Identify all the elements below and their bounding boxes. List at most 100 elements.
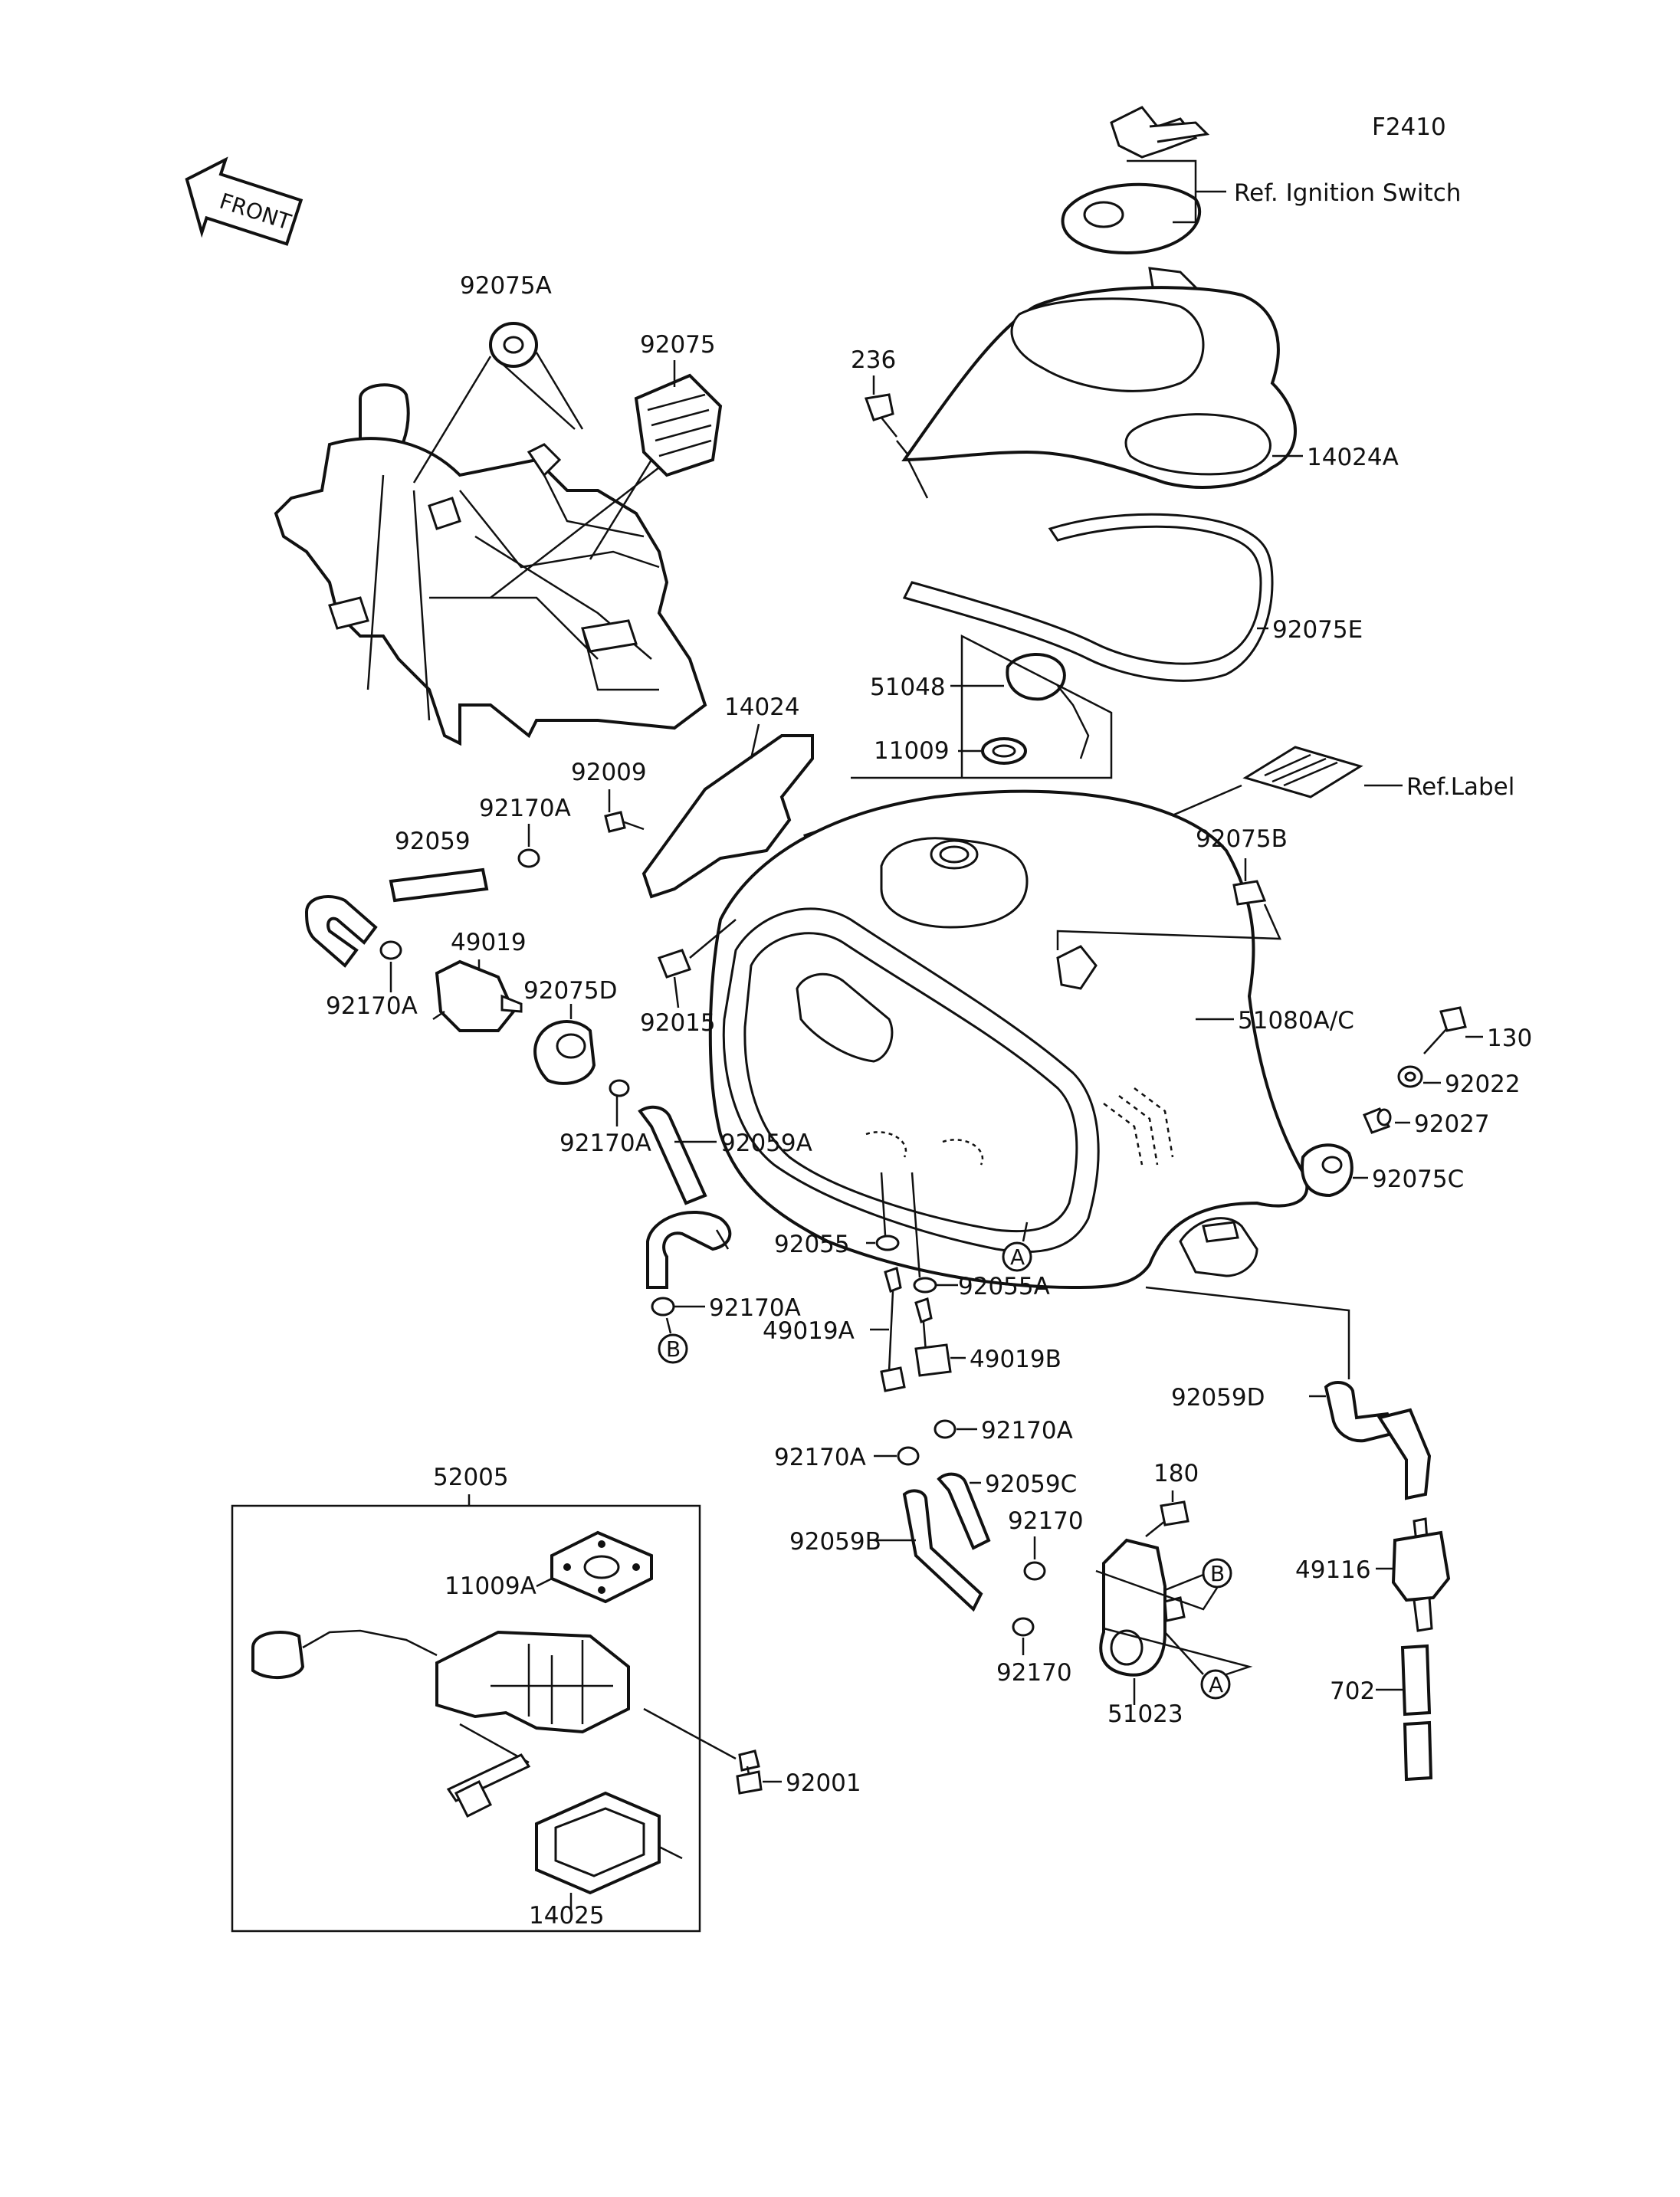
- fuel-filter-49019: [432, 959, 523, 1032]
- clamp-92170A-6: [897, 1446, 920, 1466]
- label-92027: 92027: [1414, 1110, 1490, 1138]
- cushion-92075: [634, 373, 723, 477]
- gasket-plate-11009A: [550, 1530, 653, 1604]
- label-92059D: 92059D: [1171, 1384, 1265, 1412]
- hose-92059D: [1324, 1381, 1432, 1500]
- hose-702: [1400, 1644, 1433, 1782]
- bolt-236: [864, 393, 897, 438]
- ref-label-sticker: [1242, 746, 1363, 798]
- label-92170-2: 92170: [996, 1659, 1072, 1687]
- bolt-92009: [604, 811, 645, 833]
- grommet-92075D: [533, 1020, 596, 1085]
- svg-text:A: A: [1010, 1244, 1025, 1270]
- label-130: 130: [1487, 1025, 1532, 1052]
- clamp-92170-2: [1012, 1617, 1035, 1637]
- label-92170A-1: 92170A: [479, 795, 571, 822]
- marker-b-tap: B: [1202, 1558, 1232, 1589]
- label-52005: 52005: [433, 1464, 509, 1491]
- ref-label-text: Ref.Label: [1406, 773, 1514, 801]
- label-92015: 92015: [640, 1009, 716, 1037]
- clamp-92170A-5: [934, 1419, 956, 1439]
- label-49116: 49116: [1295, 1556, 1371, 1584]
- hose-92059B: [902, 1489, 983, 1612]
- hose-92059C: [937, 1472, 991, 1550]
- gasket-11009: [981, 737, 1027, 765]
- ignition-cover-plate: [1061, 182, 1202, 297]
- clamp-92170A-2: [379, 940, 402, 960]
- cushion-92075B: [1232, 880, 1267, 906]
- label-92075B: 92075B: [1196, 825, 1288, 853]
- label-92055: 92055: [774, 1231, 850, 1258]
- svg-text:A: A: [1209, 1672, 1223, 1697]
- label-236: 236: [851, 346, 896, 374]
- label-49019B: 49019B: [970, 1346, 1061, 1373]
- label-92055A: 92055A: [958, 1273, 1050, 1300]
- clamp-92170A-4: [651, 1297, 675, 1317]
- ignition-key-icon: [1110, 106, 1210, 159]
- clamp-92170A-1: [517, 848, 540, 868]
- clamp-92170-1: [1023, 1561, 1046, 1581]
- clip-92015: [658, 949, 691, 979]
- bracket-51048: [851, 634, 1113, 779]
- hose-92059: [304, 867, 489, 968]
- fuel-strainer-49019B: [914, 1297, 952, 1377]
- label-92059B: 92059B: [789, 1528, 881, 1556]
- label-14024A: 14024A: [1307, 444, 1399, 471]
- ref-ignition-switch-label: Ref. Ignition Switch: [1234, 179, 1461, 207]
- label-14024: 14024: [724, 694, 800, 721]
- hose-92059A: [638, 1105, 732, 1289]
- label-702: 702: [1330, 1677, 1375, 1705]
- label-92009: 92009: [571, 759, 647, 786]
- marker-b-left: B: [658, 1333, 688, 1364]
- label-92075E: 92075E: [1272, 616, 1363, 644]
- label-51080AC: 51080A/C: [1238, 1007, 1354, 1035]
- marker-a-tank: A: [1002, 1241, 1032, 1272]
- label-92059C: 92059C: [985, 1471, 1077, 1498]
- label-92075D: 92075D: [523, 977, 618, 1005]
- label-92170A-6: 92170A: [774, 1444, 866, 1471]
- inline-filter-49116: [1391, 1517, 1451, 1632]
- label-92059: 92059: [395, 828, 471, 855]
- tank-top-cover-14024A: [901, 286, 1297, 499]
- svg-text:B: B: [666, 1336, 681, 1362]
- figure-code: F2410: [1372, 113, 1446, 141]
- label-11009A: 11009A: [445, 1572, 536, 1600]
- label-92170A-5: 92170A: [981, 1417, 1073, 1444]
- label-92059A: 92059A: [720, 1130, 812, 1157]
- fuel-sender-unit: [251, 1629, 630, 1764]
- fuel-strainer-49019A: [880, 1267, 906, 1392]
- fuel-tank-51080AC: [708, 789, 1309, 1290]
- svg-text:B: B: [1210, 1561, 1225, 1586]
- collar-92027: [1363, 1107, 1392, 1134]
- bolt-130: [1423, 1006, 1467, 1054]
- label-92001: 92001: [786, 1769, 861, 1797]
- label-51023: 51023: [1107, 1700, 1183, 1728]
- label-14025: 14025: [529, 1902, 605, 1930]
- fuel-tap-51023: [1099, 1538, 1186, 1677]
- label-11009: 11009: [874, 737, 950, 765]
- label-92170A-4: 92170A: [709, 1294, 801, 1322]
- label-92170-1: 92170: [1008, 1507, 1084, 1535]
- label-180: 180: [1153, 1460, 1199, 1487]
- kit-box-52005: [231, 1504, 701, 1933]
- label-92075: 92075: [640, 331, 716, 359]
- label-92170A-3: 92170A: [559, 1130, 651, 1157]
- grommet-92075A: [489, 322, 538, 368]
- trim-strip-92075E: [902, 513, 1274, 682]
- marker-a-tap: A: [1200, 1669, 1231, 1700]
- label-92170A-2: 92170A: [326, 992, 418, 1020]
- label-92022: 92022: [1445, 1071, 1521, 1098]
- oring-92055A: [913, 1277, 937, 1294]
- label-92075C: 92075C: [1372, 1166, 1464, 1193]
- front-arrow-icon: FRONT: [185, 156, 304, 246]
- oring-92055: [875, 1235, 900, 1251]
- sensor-probe: [446, 1753, 531, 1818]
- washer-92022: [1397, 1065, 1423, 1088]
- label-92075A: 92075A: [460, 272, 552, 300]
- label-51048: 51048: [870, 674, 946, 701]
- clamp-92170A-3: [609, 1079, 630, 1097]
- label-49019: 49019: [451, 929, 527, 956]
- gasket-14025: [535, 1791, 683, 1895]
- grommet-92075C: [1301, 1143, 1354, 1198]
